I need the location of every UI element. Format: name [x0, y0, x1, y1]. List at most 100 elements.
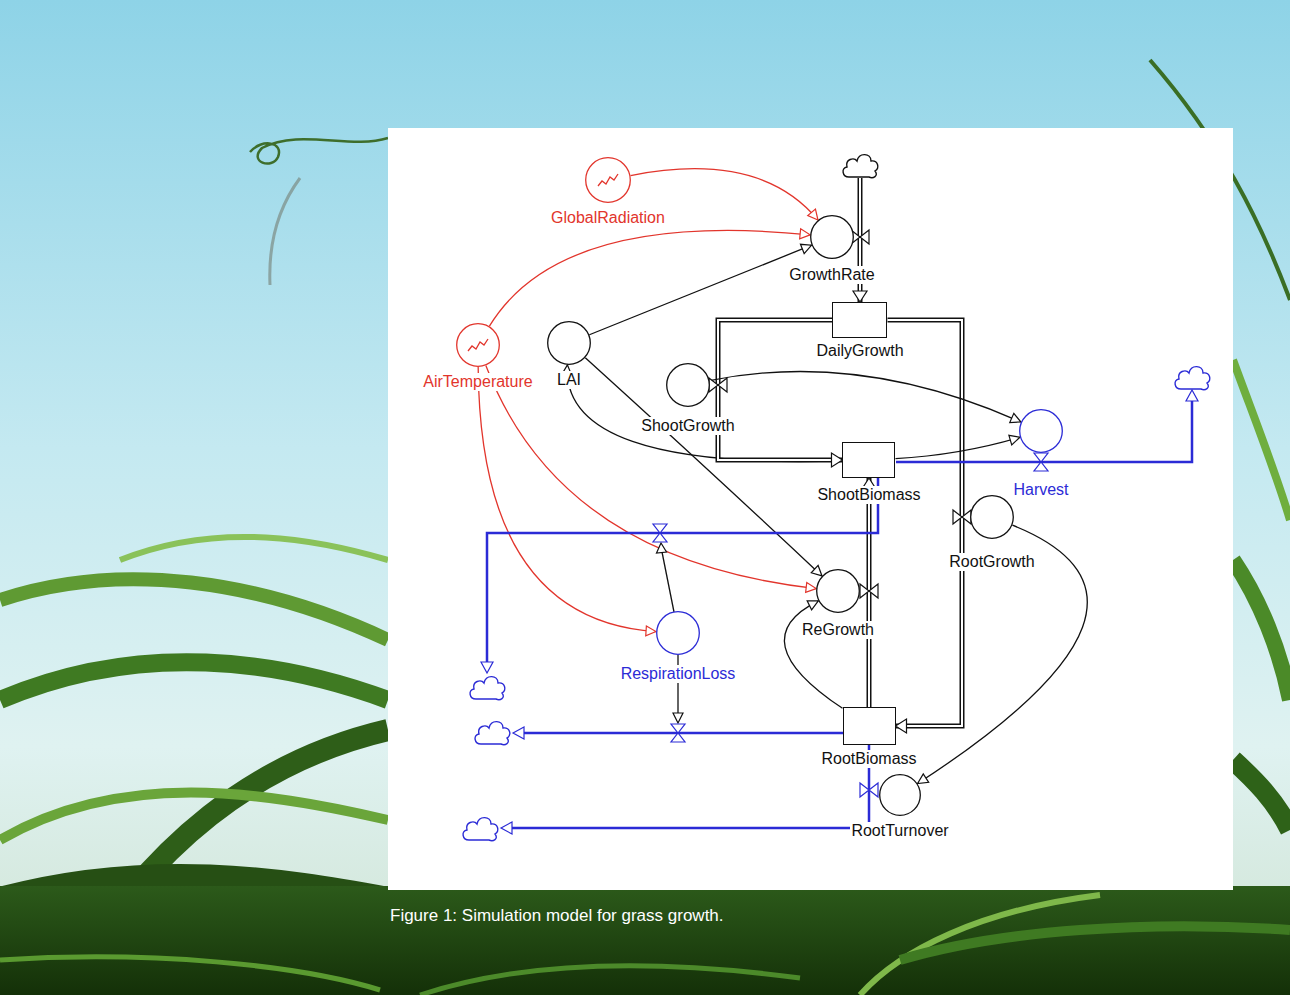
info-connector	[585, 358, 822, 576]
info-connector	[478, 367, 656, 636]
model-variable: Harvest	[1012, 409, 1069, 499]
arrowhead	[831, 453, 842, 467]
arrowhead	[811, 565, 822, 575]
stock-variable: ShootBiomass	[816, 442, 921, 504]
grass-blade	[420, 966, 800, 995]
valve-symbol	[1034, 462, 1048, 471]
leader-line	[662, 552, 674, 612]
variable-label: LAI	[556, 371, 582, 389]
variable-label: ShootBiomass	[816, 486, 921, 504]
pipe-outline	[718, 320, 842, 460]
model-variable: GrowthRate	[788, 215, 875, 284]
valve-symbol	[953, 510, 962, 524]
outflow-pipe	[524, 732, 843, 735]
circle-outline	[880, 775, 921, 816]
arrowhead	[808, 209, 818, 220]
pipe-outline	[887, 320, 962, 726]
pipe-inner	[887, 320, 962, 726]
tendril	[250, 138, 388, 164]
flow-converter	[666, 363, 710, 407]
grass-blade	[900, 926, 1290, 960]
info-connector	[486, 366, 816, 593]
grass-ground	[0, 886, 1290, 995]
variable-label: ShootGrowth	[640, 417, 735, 435]
variable-label: RootTurnover	[850, 822, 949, 840]
variable-label: DailyGrowth	[815, 342, 904, 360]
info-connector	[784, 601, 842, 708]
connector-line	[489, 230, 810, 326]
grass-blade	[1233, 560, 1290, 700]
model-variable: RootTurnover	[850, 774, 949, 840]
stock-box	[843, 707, 896, 745]
grass-blade	[270, 178, 300, 285]
outflow-pipe	[896, 400, 1192, 462]
valve-symbol	[869, 584, 878, 598]
variable-label: GrowthRate	[788, 266, 875, 284]
circle-outline	[586, 158, 631, 203]
grass-blade	[120, 537, 388, 560]
connector-line	[486, 366, 816, 589]
outflow-pipe	[487, 478, 878, 662]
arrowhead	[646, 626, 656, 636]
connector-line	[918, 525, 1088, 783]
valve-symbol	[860, 230, 869, 244]
pipe-inner	[868, 478, 870, 707]
valve-symbol	[860, 584, 869, 598]
arrowhead	[853, 291, 867, 302]
grass-blade	[1233, 360, 1290, 520]
variable-label: Harvest	[1012, 481, 1069, 499]
converter-circle	[547, 321, 591, 365]
grass-blade	[0, 793, 388, 841]
arrowhead	[513, 727, 524, 739]
variable-label: GlobalRadiation	[550, 209, 666, 227]
info-connector	[489, 229, 810, 326]
circle-outline	[548, 322, 591, 365]
model-variable: RootGrowth	[948, 495, 1035, 571]
caption-box: Figure 1: Simulation model for grass gro…	[390, 906, 724, 926]
circle-outline	[457, 324, 500, 367]
info-connector	[710, 371, 1021, 422]
diagram-panel	[388, 128, 1233, 890]
model-variable: GlobalRadiation	[550, 157, 666, 227]
valve-symbol	[962, 510, 971, 524]
grass-blade	[0, 957, 380, 990]
valve-symbol	[1034, 453, 1048, 462]
info-connector	[895, 435, 1019, 458]
arrowhead	[800, 244, 811, 253]
converter-graph	[585, 157, 631, 203]
graph-icon	[468, 339, 488, 351]
variable-label: ReGrowth	[801, 621, 875, 639]
model-variable: LAI	[547, 321, 591, 389]
circle-outline	[667, 364, 710, 407]
flow-converter	[879, 774, 921, 816]
graph-icon	[598, 174, 618, 186]
arrowhead	[673, 713, 683, 723]
valve-symbol	[671, 724, 685, 733]
arrowhead	[501, 822, 512, 834]
circle-outline	[811, 216, 854, 259]
arrowhead	[1009, 435, 1020, 445]
arrowhead	[1186, 390, 1198, 401]
source-cloud	[843, 155, 878, 178]
arrowhead	[800, 229, 810, 239]
flow-converter	[1019, 409, 1063, 453]
figure-caption: Figure 1: Simulation model for grass gro…	[390, 906, 724, 925]
variable-label: RespirationLoss	[620, 665, 737, 683]
valve-symbol	[709, 378, 718, 392]
stock-variable: DailyGrowth	[815, 302, 904, 360]
model-variable: AirTemperature	[422, 323, 533, 391]
arrowhead	[1010, 413, 1021, 422]
arrowhead	[807, 601, 818, 610]
sink-cloud	[463, 818, 498, 841]
outflow-pipe	[512, 745, 869, 828]
model-variable: ReGrowth	[801, 569, 875, 639]
model-variable: ShootGrowth	[640, 363, 735, 435]
arrowhead	[481, 662, 493, 673]
connector-line	[710, 371, 1021, 422]
sink-cloud	[475, 722, 510, 745]
converter-graph	[456, 323, 500, 367]
stock-box	[842, 442, 895, 478]
